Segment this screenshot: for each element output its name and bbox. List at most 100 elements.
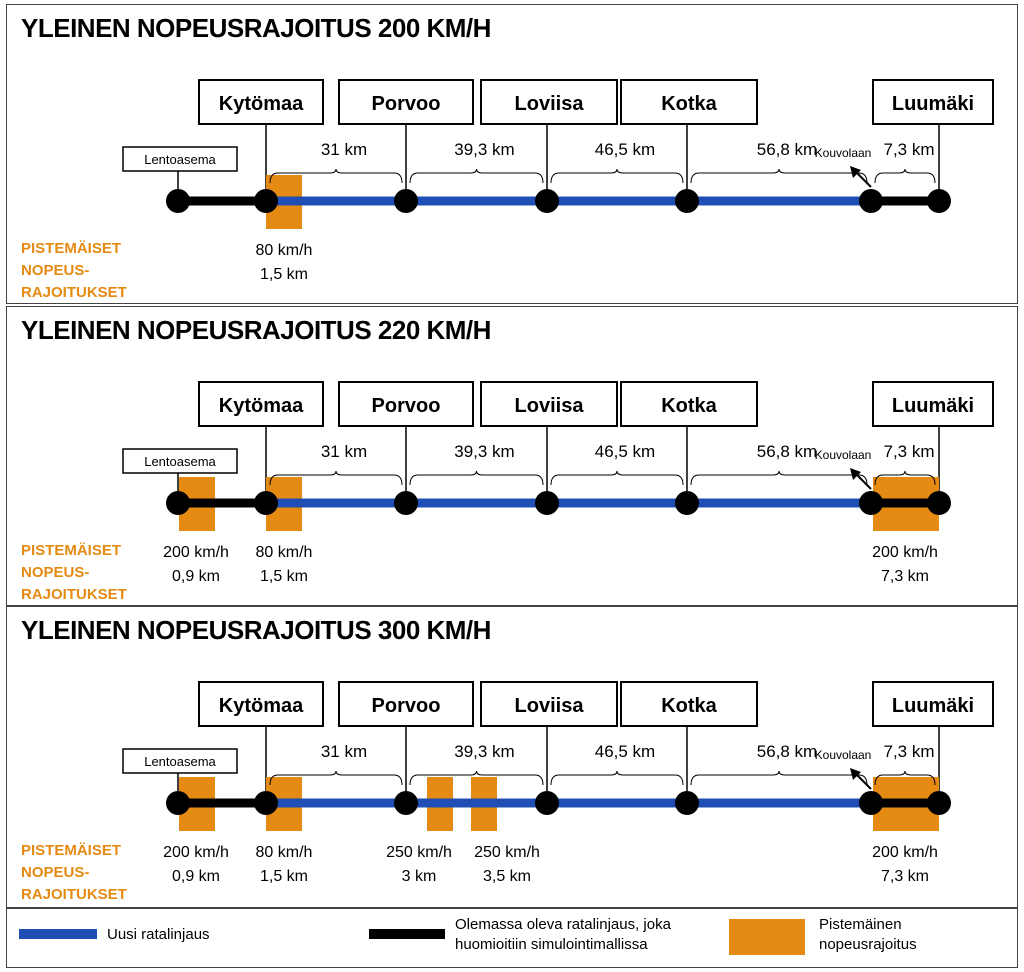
station-node	[675, 189, 699, 213]
restriction-speed: 200 km/h	[872, 544, 938, 561]
station-label: Luumäki	[892, 93, 974, 115]
restrictions-caption: PISTEMÄISET	[21, 240, 121, 257]
distance-label: 46,5 km	[595, 742, 655, 761]
restriction-length: 1,5 km	[260, 266, 308, 283]
station-box	[872, 381, 994, 427]
legend-swatch-existing-line	[369, 929, 445, 939]
restriction-length: 0,9 km	[172, 868, 220, 885]
station-box	[198, 681, 324, 727]
station-label: Porvoo	[372, 93, 441, 115]
station-label: Luumäki	[892, 695, 974, 717]
station-label: Loviisa	[515, 395, 585, 417]
distance-brace	[550, 470, 684, 486]
station-box	[198, 79, 324, 125]
distance-brace	[269, 168, 403, 184]
distance-brace	[550, 770, 684, 786]
distance-brace	[690, 770, 868, 786]
distance-brace	[550, 168, 684, 184]
station-label: Kotka	[661, 93, 717, 115]
panel-title: YLEINEN NOPEUSRAJOITUS 300 KM/H	[21, 615, 491, 645]
station-node	[859, 491, 883, 515]
restriction-length: 1,5 km	[260, 868, 308, 885]
restriction-speed: 80 km/h	[256, 844, 313, 861]
station-box	[620, 79, 758, 125]
station-node	[675, 791, 699, 815]
restriction-speed: 200 km/h	[163, 544, 229, 561]
restriction-length: 7,3 km	[881, 568, 929, 585]
kouvola-label: Kouvolaan	[815, 146, 872, 160]
distance-label: 39,3 km	[454, 140, 514, 159]
station-node	[166, 189, 190, 213]
station-node	[535, 491, 559, 515]
panel-title: YLEINEN NOPEUSRAJOITUS 220 KM/H	[21, 315, 491, 345]
station-label: Loviisa	[515, 93, 585, 115]
restriction-speed: 80 km/h	[256, 242, 313, 259]
distance-label: 7,3 km	[883, 140, 934, 159]
station-node	[675, 491, 699, 515]
station-label: Loviisa	[515, 695, 585, 717]
restriction-length: 3 km	[402, 868, 437, 885]
kouvola-arrow-icon	[850, 166, 861, 178]
station-node	[254, 491, 278, 515]
airport-label: Lentoasema	[144, 454, 216, 469]
distance-brace	[690, 168, 868, 184]
distance-brace	[409, 168, 544, 184]
station-box	[620, 381, 758, 427]
station-box	[198, 381, 324, 427]
station-box	[872, 681, 994, 727]
legend-label-existing-line: Olemassa oleva ratalinjaus, joka huomioi…	[455, 916, 671, 953]
station-node	[394, 491, 418, 515]
distance-label: 7,3 km	[883, 742, 934, 761]
distance-brace	[874, 770, 936, 786]
restrictions-caption: PISTEMÄISET	[21, 842, 121, 859]
restrictions-caption: PISTEMÄISET	[21, 542, 121, 559]
station-box	[620, 681, 758, 727]
legend-label-point-restriction: Pistemäinen nopeusrajoitus	[819, 916, 917, 953]
restriction-length: 0,9 km	[172, 568, 220, 585]
distance-brace	[874, 168, 936, 184]
distance-brace	[409, 770, 544, 786]
legend-label-new-line: Uusi ratalinjaus	[107, 926, 210, 943]
station-node	[394, 189, 418, 213]
restriction-speed: 80 km/h	[256, 544, 313, 561]
kouvola-arrow-icon	[850, 468, 861, 480]
station-label: Kotka	[661, 395, 717, 417]
restrictions-caption: RAJOITUKSET	[21, 886, 127, 903]
restriction-length: 7,3 km	[881, 868, 929, 885]
station-label: Kytömaa	[219, 395, 304, 417]
station-box	[338, 381, 474, 427]
station-box	[480, 681, 618, 727]
distance-brace	[690, 470, 868, 486]
kouvola-arrow-icon	[850, 768, 861, 780]
kouvola-branch-line	[854, 772, 872, 790]
airport-box	[122, 448, 238, 474]
distance-label: 46,5 km	[595, 140, 655, 159]
station-node	[166, 491, 190, 515]
station-node	[859, 791, 883, 815]
restriction-speed: 200 km/h	[872, 844, 938, 861]
legend: Uusi ratalinjaus Olemassa oleva ratalinj…	[6, 908, 1018, 968]
station-node	[535, 189, 559, 213]
station-node	[254, 189, 278, 213]
station-node	[166, 791, 190, 815]
distance-brace	[269, 770, 403, 786]
restriction-speed: 250 km/h	[386, 844, 452, 861]
distance-label: 31 km	[321, 442, 367, 461]
kouvola-label: Kouvolaan	[815, 748, 872, 762]
restrictions-caption: NOPEUS-	[21, 262, 89, 279]
distance-label: 56,8 km	[757, 742, 817, 761]
distance-label: 7,3 km	[883, 442, 934, 461]
distance-label: 31 km	[321, 140, 367, 159]
distance-brace	[874, 470, 936, 486]
station-label: Porvoo	[372, 395, 441, 417]
restrictions-caption: RAJOITUKSET	[21, 284, 127, 301]
station-label: Porvoo	[372, 695, 441, 717]
station-node	[859, 189, 883, 213]
airport-box	[122, 748, 238, 774]
restriction-length: 1,5 km	[260, 568, 308, 585]
restrictions-caption: RAJOITUKSET	[21, 586, 127, 603]
